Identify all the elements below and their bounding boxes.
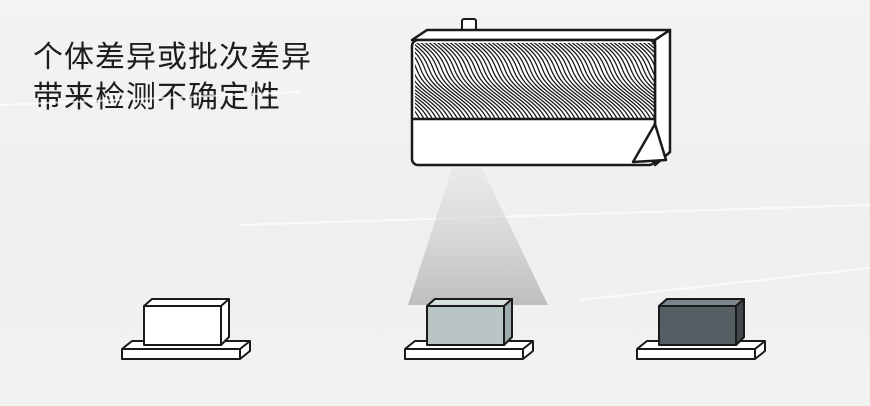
vent-line: [415, 85, 450, 119]
vent-line: [479, 43, 547, 119]
vent-line: [508, 43, 576, 119]
vent-line: [415, 63, 463, 119]
vent-line: [415, 102, 429, 119]
medium-sample: [404, 298, 534, 360]
vent-line: [558, 43, 627, 119]
vent-line: [500, 43, 568, 119]
vent-line: [550, 43, 618, 119]
vent-line: [609, 43, 655, 98]
vent-line: [661, 40, 732, 121]
vent-line: [554, 43, 623, 119]
vent-line: [415, 51, 471, 119]
vent-line: [588, 43, 655, 119]
sensor-vent-grille: [325, 40, 745, 121]
vent-line: [516, 43, 585, 119]
vent-line: [596, 43, 655, 109]
vent-line: [415, 88, 446, 119]
vent-line: [626, 43, 655, 84]
vent-line: [415, 92, 442, 119]
vent-line: [420, 43, 488, 119]
vent-line: [333, 40, 404, 121]
vent-line: [462, 43, 530, 119]
vent-line: [529, 43, 597, 119]
vent-line: [521, 43, 589, 119]
vent-line: [546, 43, 614, 119]
vent-line: [613, 43, 655, 95]
vent-line: [537, 43, 606, 119]
sensor-top-face: [410, 28, 672, 42]
dark-sample: [636, 298, 766, 360]
vent-line: [424, 43, 492, 119]
vent-line: [329, 40, 400, 121]
vent-line: [665, 40, 736, 121]
vent-line: [483, 43, 551, 119]
vent-line: [415, 80, 455, 119]
vent-line: [453, 43, 522, 119]
vent-line: [575, 43, 644, 119]
vent-line: [495, 43, 564, 119]
vent-line: [592, 43, 655, 114]
vent-line: [325, 40, 396, 121]
vent-line: [584, 43, 652, 119]
vent-line: [630, 43, 655, 78]
vent-line: [466, 43, 534, 119]
vent-line: [525, 43, 593, 119]
vent-line: [571, 43, 639, 119]
vent-line: [428, 43, 497, 119]
vent-line: [437, 43, 505, 119]
vent-line: [415, 116, 417, 119]
sensor-device: [325, 18, 745, 167]
vent-line: [542, 43, 610, 119]
vent-line: [621, 43, 655, 88]
vent-line: [415, 47, 476, 119]
vent-line: [458, 43, 526, 119]
vent-line: [415, 106, 425, 119]
vent-line: [415, 43, 480, 119]
vent-line: [415, 73, 459, 119]
vent-line: [600, 43, 655, 105]
vent-line: [487, 43, 555, 119]
background-streaks: [0, 91, 870, 301]
vent-line: [415, 95, 438, 119]
light-sample: [121, 298, 251, 360]
vent-line: [432, 43, 501, 119]
vent-line: [579, 43, 648, 119]
light-sample-box: [143, 298, 230, 346]
vent-line: [415, 98, 434, 119]
vent-line: [338, 40, 409, 121]
vent-line: [445, 43, 513, 119]
sensor-side-fin: [631, 122, 668, 164]
vent-line: [567, 43, 635, 119]
vent-line: [669, 40, 740, 121]
vent-line: [504, 43, 572, 119]
vent-line: [470, 43, 539, 119]
sensor-light-beam: [408, 168, 548, 305]
vent-line: [617, 43, 655, 92]
vent-line: [563, 43, 631, 119]
vent-line: [638, 43, 655, 60]
vent-line: [415, 56, 467, 119]
caption-line-1: 个体差异或批次差异: [33, 40, 312, 75]
vent-line: [674, 40, 745, 121]
vent-line: [533, 43, 602, 119]
vent-line: [634, 43, 655, 69]
vent-line: [474, 43, 543, 119]
vent-line: [491, 43, 560, 119]
vent-line: [416, 43, 484, 119]
vent-line: [342, 40, 413, 121]
vent-line: [449, 43, 518, 119]
vent-line: [605, 43, 655, 102]
vent-line: [441, 43, 509, 119]
vent-line: [512, 43, 581, 119]
vent-line: [415, 110, 421, 119]
